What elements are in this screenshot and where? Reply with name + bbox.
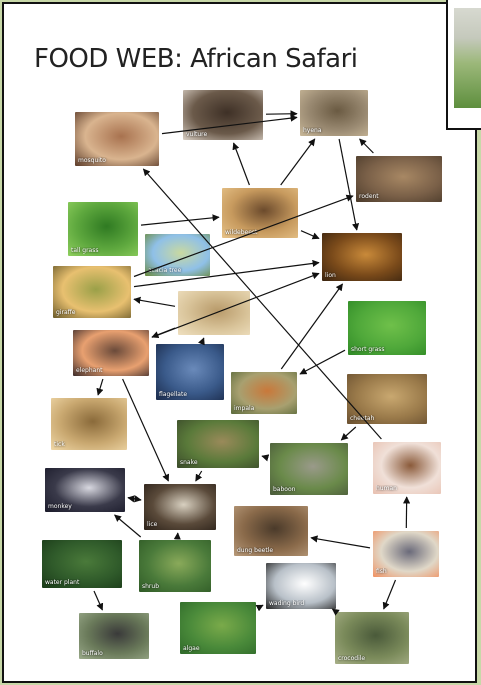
page-title: FOOD WEB: African Safari xyxy=(34,44,358,74)
organism-label: wildebeest xyxy=(225,229,258,236)
organism-label: cheetah xyxy=(350,415,375,422)
arrow-water-plant-to-buffalo xyxy=(93,590,104,611)
arrow-mosquito-to-hyena xyxy=(161,114,298,135)
organism-label: mosquito xyxy=(78,157,106,164)
arrow-tall-grass-to-wildebeest xyxy=(140,214,220,226)
arrow-wildebeest-to-lion xyxy=(300,230,320,240)
organism-label: human xyxy=(376,485,397,492)
organism-card-flagellate: flagellate xyxy=(156,344,224,400)
organism-card-fish: fish xyxy=(373,531,439,577)
arrow-shrub-to-monkey xyxy=(114,514,142,538)
organism-card-human: human xyxy=(373,442,441,494)
arrow-seeds-to-elephant xyxy=(151,327,176,339)
arrow-wildebeest-to-vulture xyxy=(232,142,250,186)
organism-card-vulture: vulture xyxy=(183,90,263,140)
organism-label: acacia tree xyxy=(148,267,182,274)
organism-label: monkey xyxy=(48,503,72,510)
organism-card-tick: tick xyxy=(51,398,127,450)
organism-card-short-grass: short grass xyxy=(348,301,426,355)
organism-card-lice: lice xyxy=(144,484,216,530)
arrow-giraffe-to-lion xyxy=(133,259,320,288)
organism-card-dung-beetle: dung beetle xyxy=(234,506,308,556)
organism-card-lion: lion xyxy=(322,233,402,281)
organism-label: baboon xyxy=(273,486,296,493)
arrow-hyena-to-lion xyxy=(338,138,360,231)
organism-label: lion xyxy=(325,272,336,279)
arrow-snake-to-lice xyxy=(195,470,203,482)
organism-card-hyena: hyena xyxy=(300,90,368,136)
arrow-wildebeest-to-hyena xyxy=(280,138,316,186)
arrow-rodent-to-hyena xyxy=(359,138,374,154)
organism-card-crocodile: crocodile xyxy=(335,612,409,664)
organism-label: wading bird xyxy=(269,600,305,607)
organism-card-bird: wading bird xyxy=(266,563,336,609)
organism-card-mosquito: mosquito xyxy=(75,112,159,166)
organism-card-buffalo: buffalo xyxy=(79,613,149,659)
organism-label: fish xyxy=(376,568,387,575)
organism-card-rodent: rodent xyxy=(356,156,442,202)
organism-label: hyena xyxy=(303,127,322,134)
arrow-fish-to-crocodile xyxy=(382,579,397,610)
inset-photo-frame xyxy=(446,0,481,130)
organism-card-impala: impala xyxy=(231,372,297,414)
organism-label: buffalo xyxy=(82,650,103,657)
arrow-giraffe-to-rodent xyxy=(133,194,354,278)
arrow-elephant-to-tick xyxy=(96,378,104,396)
organism-card-water-plant: water plant xyxy=(42,540,122,588)
organism-label: lice xyxy=(147,521,158,528)
organism-label: crocodile xyxy=(338,655,366,662)
arrow-flagellate-to-seeds xyxy=(198,337,205,346)
organism-label: snake xyxy=(180,459,198,466)
organism-label: dung beetle xyxy=(237,547,274,554)
organism-label: vulture xyxy=(186,131,208,138)
organism-card-monkey: monkey xyxy=(45,468,125,512)
arrow-seeds-to-giraffe xyxy=(133,296,176,307)
arrow-fish-to-dung-beetle xyxy=(310,535,371,549)
arrow-lice-to-monkey xyxy=(127,495,142,503)
arrow-human-to-mosquito xyxy=(142,168,382,440)
organism-label: rodent xyxy=(359,193,379,200)
organism-label: giraffe xyxy=(56,309,76,316)
arrow-impala-to-lion xyxy=(280,283,343,370)
organism-label: short grass xyxy=(351,346,385,353)
arrow-vulture-to-hyena xyxy=(265,110,298,118)
arrow-short-grass-to-impala xyxy=(299,349,346,375)
organism-card-elephant: elephant xyxy=(73,330,149,376)
inset-photo xyxy=(454,8,481,108)
arrow-elephant-to-lice xyxy=(122,378,170,482)
organism-label: water plant xyxy=(45,579,80,586)
organism-label: tall grass xyxy=(71,247,99,254)
arrow-bird-to-crocodile xyxy=(331,608,340,616)
organism-card-tall-grass: tall grass xyxy=(68,202,138,256)
arrow-algae-to-bird xyxy=(255,604,264,612)
organism-label: shrub xyxy=(142,583,160,590)
organism-card-algae: algae xyxy=(180,602,256,654)
arrow-baboon-to-snake xyxy=(261,454,270,462)
organism-label: flagellate xyxy=(159,391,188,398)
organism-card-snake: snake xyxy=(177,420,259,468)
organism-label: elephant xyxy=(76,367,103,374)
arrow-cheetah-to-baboon xyxy=(340,426,357,441)
organism-card-shrub: shrub xyxy=(139,540,211,592)
organism-card-baboon: baboon xyxy=(270,443,348,495)
arrow-elephant-to-lion xyxy=(151,272,320,338)
organism-label: tick xyxy=(54,441,65,448)
organism-card-giraffe: giraffe xyxy=(53,266,131,318)
organism-label: impala xyxy=(234,405,255,412)
organism-label: algae xyxy=(183,645,200,652)
